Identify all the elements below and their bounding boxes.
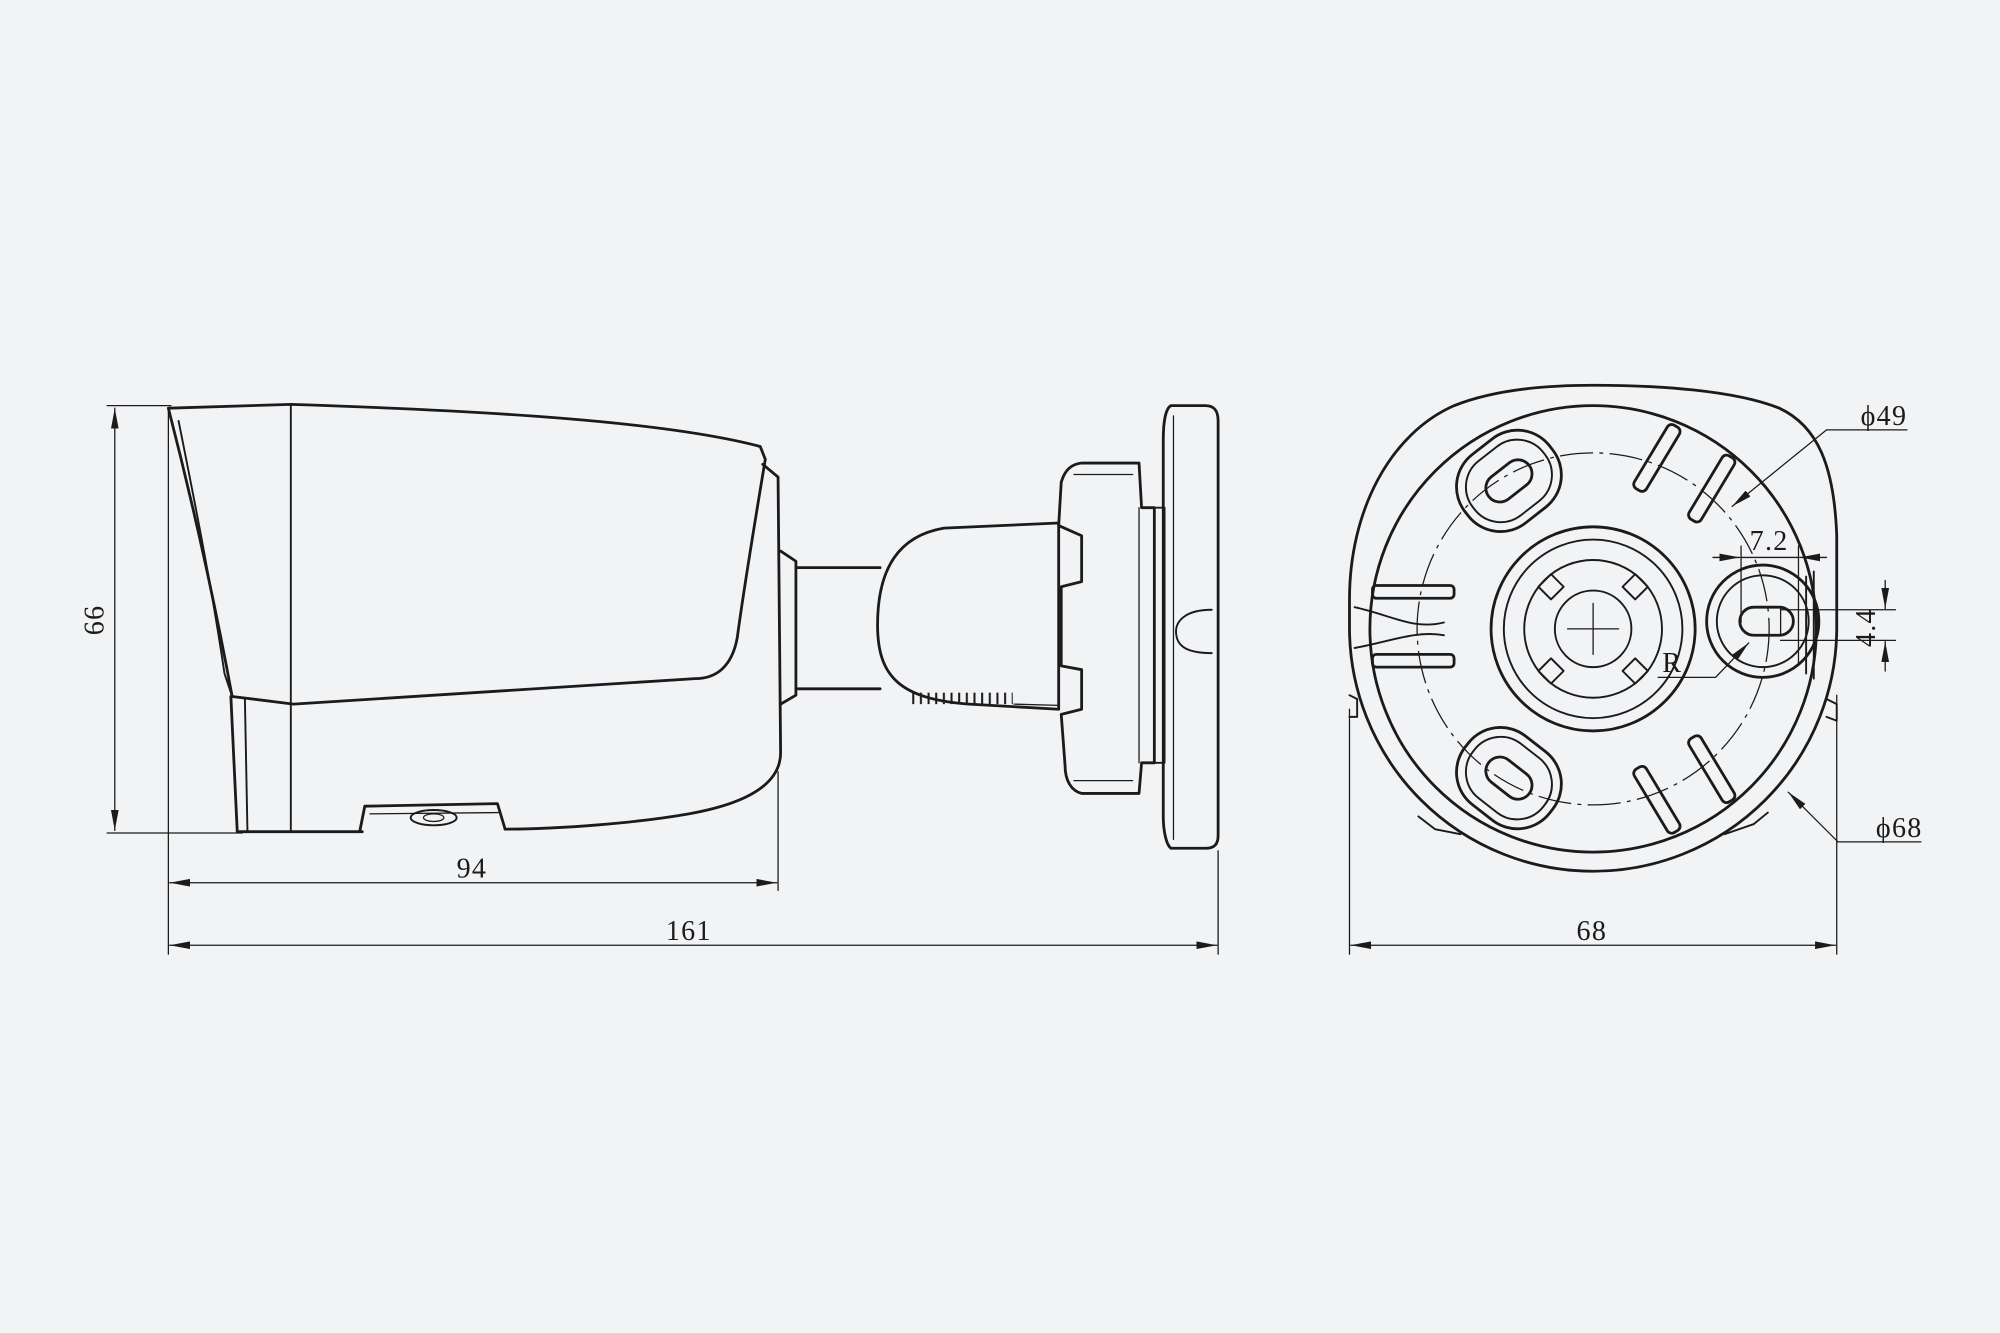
- rear-view: [1348, 383, 1839, 873]
- body-front-edge: [229, 695, 364, 834]
- base-disc: [1161, 404, 1220, 850]
- side-view-dimensions: 66 94 161: [79, 405, 1219, 955]
- center-crosshair: [1566, 602, 1620, 656]
- base-disc-nub: [1175, 608, 1213, 655]
- mount-ring: [1057, 461, 1156, 795]
- rib: [1687, 453, 1737, 524]
- rear-view-dimensions: 68 ϕ49 ϕ68 7.2 4.4 R: [1348, 401, 1923, 955]
- ball-joint-edge: [1013, 703, 1060, 707]
- neck-flange: [779, 549, 798, 706]
- bolt-circle-label: ϕ49: [1861, 401, 1908, 432]
- inner-rim: [1368, 404, 1818, 854]
- slot-height-label: 4.4: [1851, 608, 1882, 647]
- mounting-hole-top-left: [1455, 428, 1563, 533]
- outer-diameter-label: ϕ68: [1876, 813, 1923, 844]
- hood-inner-edge: [177, 419, 234, 698]
- body-front-inner: [243, 698, 249, 833]
- outer-diameter-leader: [1787, 791, 1922, 843]
- body-length-label: 94: [457, 854, 488, 885]
- width-label: 68: [1577, 916, 1608, 947]
- height-label: 66: [79, 605, 110, 636]
- mount-ring-inner: [1073, 473, 1140, 782]
- center-hub: [1489, 525, 1697, 733]
- neck-body: [794, 566, 882, 691]
- right-notch: [1825, 698, 1838, 722]
- cable-channel: [1353, 606, 1445, 649]
- bottom-left-lug: [1417, 815, 1462, 836]
- bottom-bracket: [358, 802, 507, 834]
- radius-label: R: [1662, 648, 1682, 679]
- body-outline: [503, 462, 783, 831]
- rib: [1632, 423, 1682, 493]
- bracket-screw: [409, 809, 458, 827]
- slot-width-label: 7.2: [1750, 526, 1789, 557]
- bolt-circle-leader: [1731, 429, 1908, 508]
- mounting-hole-right: [1705, 563, 1821, 679]
- mounting-hole-bottom-left: [1455, 726, 1563, 831]
- hood-outline: [166, 402, 767, 706]
- bolt-circle: [1416, 452, 1770, 806]
- radius-leader: [1657, 642, 1750, 678]
- rib: [1371, 652, 1456, 669]
- bracket-screw-inner: [422, 813, 445, 823]
- housing-outline: [1348, 383, 1839, 873]
- bottom-right-lug: [1723, 811, 1769, 836]
- rib: [1687, 734, 1737, 805]
- left-notch: [1348, 694, 1359, 718]
- bottom-bracket-inner: [369, 811, 501, 815]
- ball-joint: [876, 521, 1061, 711]
- ball-joint-knurl: [908, 692, 1013, 705]
- side-view: [166, 402, 1220, 850]
- rib: [1632, 764, 1682, 835]
- rib: [1371, 584, 1456, 600]
- total-length-label: 161: [666, 916, 712, 947]
